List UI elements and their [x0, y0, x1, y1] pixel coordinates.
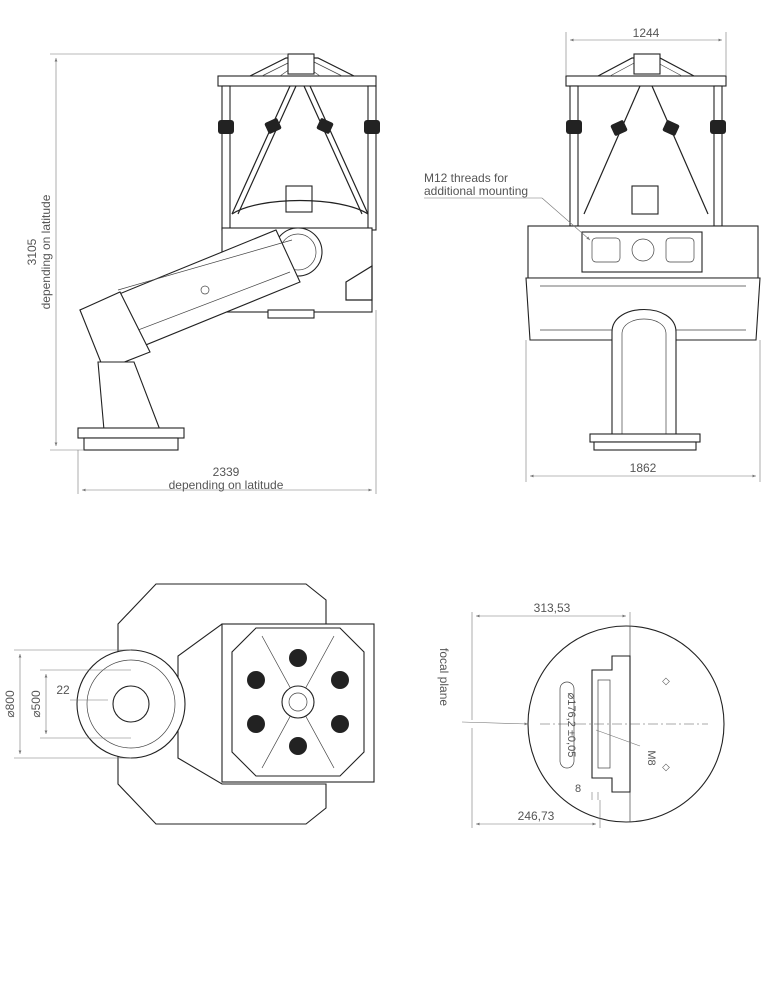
side-width-value: 2339 — [213, 465, 240, 479]
side-height-value: 3105 — [25, 238, 39, 265]
front-view: M12 threads for additional mounting 1244… — [424, 26, 761, 482]
top-offset: 22 — [56, 683, 70, 697]
svg-text:◇: ◇ — [662, 762, 670, 773]
top-dia-outer: ⌀800 — [3, 690, 17, 718]
front-base-width: 1862 — [630, 461, 657, 475]
front-callout-line2: additional mounting — [424, 184, 528, 198]
detail-bottom-length: 246,73 — [518, 809, 555, 823]
detail-thread: M8 — [645, 750, 657, 765]
side-width-note: depending on latitude — [169, 478, 284, 492]
front-callout-line1: M12 threads for — [424, 171, 508, 185]
detail-focal-plane: focal plane — [437, 648, 451, 706]
side-height-note: depending on latitude — [39, 194, 53, 309]
front-top-width: 1244 — [633, 26, 660, 40]
detail-bore: ⌀176,2 ±0,05 — [565, 693, 577, 758]
svg-text:◇: ◇ — [662, 676, 670, 687]
detail-view: ◇ ◇ ⌀176,2 ±0,05 M8 8 focal plane 313,53… — [437, 601, 725, 828]
detail-top-length: 313,53 — [534, 601, 571, 615]
top-view: ⌀800 ⌀500 22 — [3, 583, 375, 825]
side-view: 3105 depending on latitude 2339 dependin… — [25, 53, 380, 494]
detail-small-dim: 8 — [575, 783, 581, 795]
top-dia-inner: ⌀500 — [29, 690, 43, 718]
